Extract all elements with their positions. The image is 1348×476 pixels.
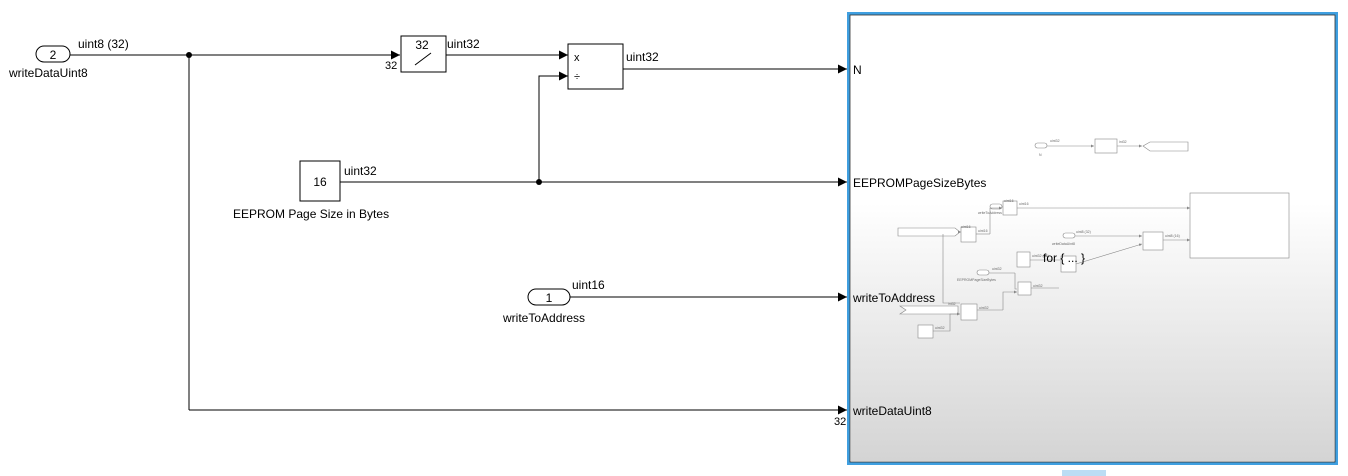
preview-text: uint32 [992, 267, 1002, 271]
preview-from-address [897, 227, 961, 237]
preview-mid-block [1017, 281, 1032, 296]
product-multiply-sign: x [574, 52, 580, 64]
convert-block[interactable] [400, 35, 447, 73]
preview-lower-const [917, 324, 934, 339]
preview-inport-n [1034, 142, 1048, 149]
subsystem-port4-width: 32 [834, 416, 846, 428]
preview-text: int32 [948, 302, 956, 306]
product-divide-sign: ÷ [574, 71, 580, 83]
inport-write-address-name: writeToAddress [502, 311, 585, 325]
preview-text: uint16 [1004, 199, 1014, 203]
preview-text: int32 [1119, 140, 1127, 144]
constant-value: 16 [313, 175, 327, 189]
preview-text: EEPROMPageSizeBytes [957, 278, 996, 282]
signal-label-write-address-type: uint16 [572, 278, 605, 292]
signal-lines [70, 50, 847, 415]
subsystem-preview [897, 138, 1290, 339]
preview-for-loop-label: for { ... } [1043, 251, 1085, 265]
preview-for-subsystem [1189, 192, 1290, 259]
signal-label-write-data-type: uint8 (32) [78, 37, 129, 51]
preview-text: uint16 [961, 225, 971, 229]
preview-text: uint32 (16) [1032, 254, 1049, 258]
preview-from-lower [899, 305, 959, 315]
preview-convert-n [1094, 138, 1118, 154]
preview-text: uint8 (32) [1076, 230, 1091, 234]
preview-text: uint32 [1033, 284, 1043, 288]
branch-point [186, 52, 192, 58]
convert-slash-icon [414, 52, 432, 66]
preview-inport-page-size [976, 269, 990, 276]
preview-text: uint8 (16) [1165, 234, 1180, 238]
constant-name: EEPROM Page Size in Bytes [233, 207, 389, 221]
preview-lower-block [960, 303, 978, 321]
preview-goto-n [1142, 141, 1189, 152]
constant-block[interactable] [299, 160, 341, 202]
inport-write-address[interactable] [527, 288, 571, 306]
subsystem-port-eeprom-page-size: EEPROMPageSizeBytes [853, 176, 986, 190]
signal-const-to-product[interactable] [538, 71, 568, 182]
preview-text: writeDataUint8 [1052, 242, 1075, 246]
signal-label-product-out: uint32 [626, 50, 659, 64]
preview-text: uint32 [979, 306, 989, 310]
preview-inport-data [1062, 232, 1076, 239]
inport-write-data[interactable] [35, 45, 71, 63]
inport-write-address-number: 1 [546, 291, 553, 305]
inport-write-data-number: 2 [50, 48, 57, 62]
convert-block-value: 32 [415, 38, 429, 52]
branch-point [536, 179, 542, 185]
subsystem-name-caption[interactable] [1062, 470, 1106, 476]
preview-text: N [1039, 153, 1042, 157]
preview-text: uint16 [978, 229, 988, 233]
subsystem-preview-texts: uint32 N int32 uint16 writeToAddress uin… [935, 139, 1180, 330]
signal-label-constant-out: uint32 [344, 164, 377, 178]
subsystem-port-n: N [853, 63, 862, 77]
preview-addr-convert [960, 226, 977, 243]
preview-data-select [1142, 231, 1164, 251]
preview-addr-block [1002, 200, 1018, 216]
preview-text: uint16 [1019, 202, 1029, 206]
preview-text: writeToAddress [978, 211, 1002, 215]
subsystem-port-write-data: writeDataUint8 [852, 404, 932, 418]
preview-text: uint32 [1050, 139, 1060, 143]
subsystem-port-write-to-address: writeToAddress [852, 291, 935, 305]
preview-text: uint32 [935, 326, 945, 330]
product-block[interactable] [567, 43, 624, 90]
signal-label-convert-out: uint32 [447, 37, 480, 51]
convert-input-width: 32 [385, 60, 397, 72]
preview-upper-block [1016, 251, 1031, 268]
inport-write-data-name: writeDataUint8 [8, 66, 88, 80]
